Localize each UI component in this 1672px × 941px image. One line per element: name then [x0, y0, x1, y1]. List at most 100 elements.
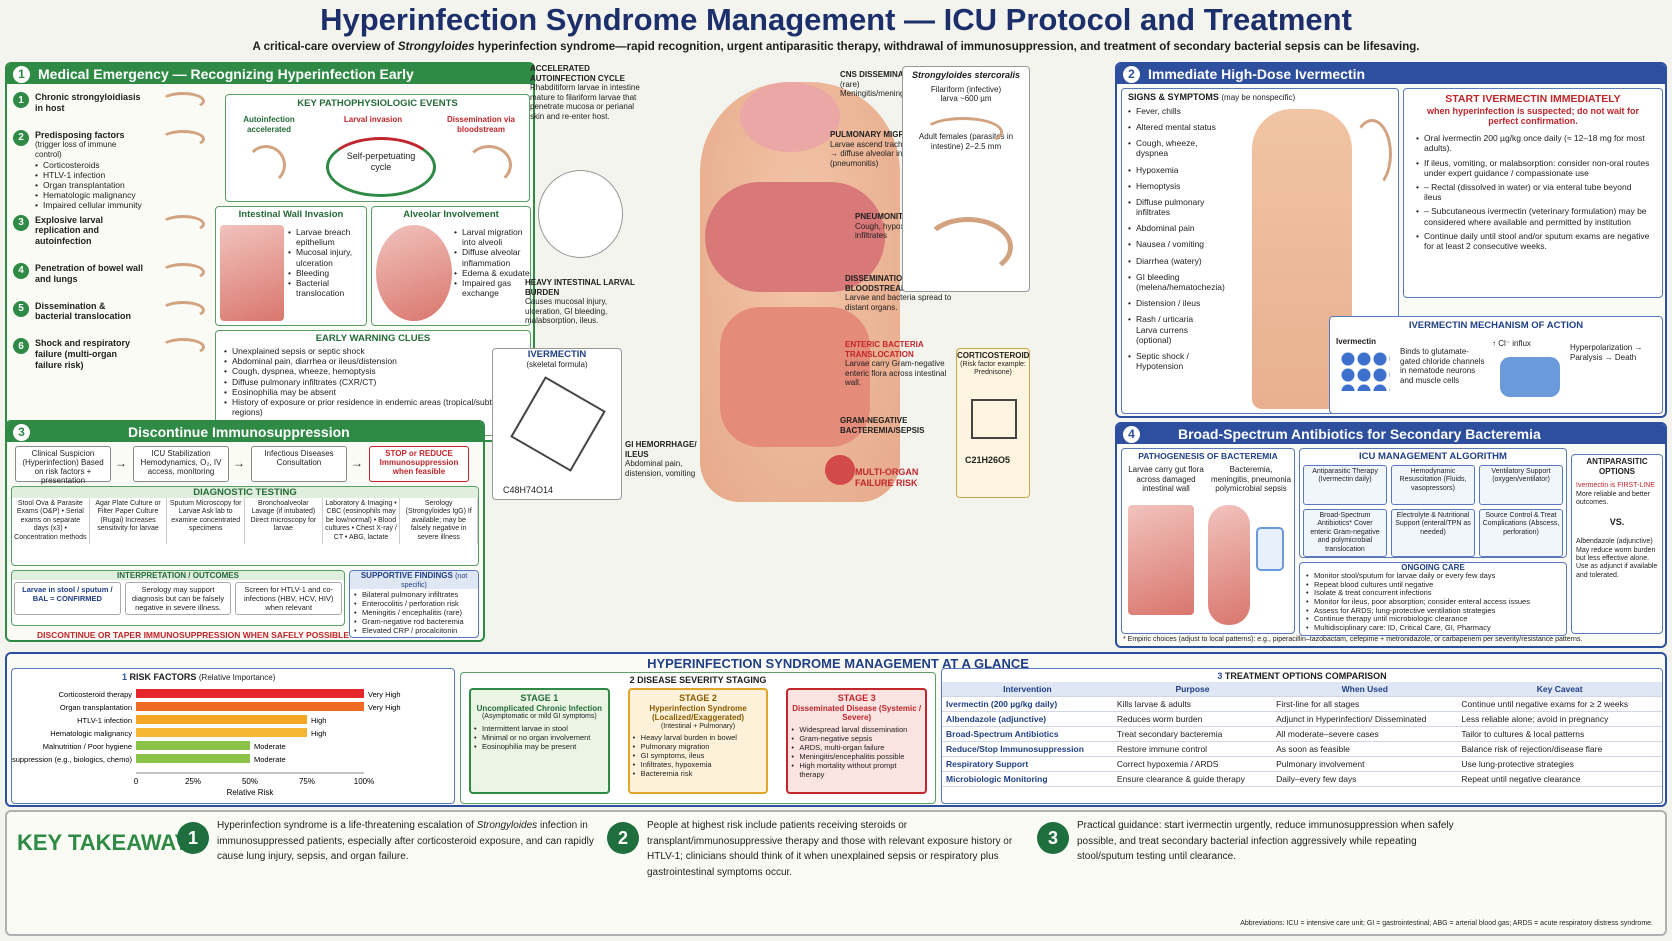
takeaway-post: infection in immunosuppressed patients, … — [217, 820, 594, 862]
pulmonary-migration-desc: Larvae ascend tracheobronchial tree → di… — [830, 139, 960, 168]
early-warning-item: Cough, dyspnea, wheeze, hemoptysis — [224, 366, 522, 376]
step-number: 4 — [13, 262, 29, 279]
treatment-cell: Reduces worm burden — [1112, 711, 1273, 727]
treatment-cell: Less reliable alone; avoid in pregnancy — [1457, 711, 1662, 727]
step-item-text: Organ transplantation — [35, 180, 145, 190]
bloodstream-title: DISSEMINATION VIA BLOODSTREAM — [845, 274, 924, 293]
pneumonitis-title: PNEUMONITIS — [855, 212, 911, 221]
stage-items: Intermittent larvae in stoolMinimal or n… — [474, 724, 605, 751]
alveolar-box: Alveolar Involvement Larval migration in… — [371, 206, 531, 326]
alveolar-title: Alveolar Involvement — [403, 209, 499, 220]
treatment-box: 3 TREATMENT OPTIONS COMPARISON Intervent… — [941, 668, 1663, 804]
treatment-cell: Daily–every few days — [1272, 771, 1458, 787]
takeaway-text: People at highest risk include patients … — [647, 818, 1027, 880]
mechanism-box: IVERMECTIN MECHANISM OF ACTION Ivermecti… — [1329, 316, 1663, 414]
corticosteroid-formula: C21H26O5 — [965, 455, 1011, 465]
corticosteroid-title: CORTICOSTEROID — [957, 351, 1030, 360]
sign-item: Fever, chills — [1128, 106, 1216, 116]
adult-worm-icon — [923, 217, 1013, 277]
step-item-text: Hematologic malignancy — [35, 190, 145, 200]
algorithm-step: Ventilatory Support (oxygen/ventilator) — [1479, 465, 1563, 505]
treatment-cell: Correct hypoxemia / ARDS — [1112, 756, 1273, 772]
key-event-b: Larval invasion — [343, 115, 403, 124]
start-item: – Subcutaneous ivermectin (veterinary fo… — [1416, 206, 1650, 226]
stage-item: Heavy larval burden in bowel — [633, 733, 764, 742]
start-item: If ileus, vomiting, or malabsorption: co… — [1416, 158, 1650, 178]
intestine-illustration — [220, 225, 284, 321]
step-item-text: Corticosteroids — [35, 160, 145, 170]
lungs-illustration — [705, 182, 885, 292]
interpretation-list: Larvae in stool / sputum / BAL = CONFIRM… — [12, 580, 344, 617]
subtitle-pre: A critical-care overview of — [252, 41, 398, 53]
channel-icon — [1500, 357, 1560, 397]
panel4-number: 4 — [1123, 425, 1140, 443]
gi-desc: Abdominal pain, distension, vomiting — [625, 459, 696, 478]
treatment-cell: Respiratory Support — [942, 756, 1113, 772]
step-title: Penetration of bowel wall and lungs — [35, 262, 144, 284]
start-list: Oral ivermectin 200 µg/kg once daily (≈ … — [1404, 127, 1662, 261]
stage-item: High mortality without prompt therapy — [791, 761, 922, 779]
mechanism-ivermectin: Ivermectin — [1336, 337, 1377, 346]
cycle-arrows-icon — [326, 137, 436, 197]
mechanism-result: Hyperpolarization → Paralysis → Death — [1570, 343, 1643, 362]
step-title: Chronic strongyloidiasis in host — [35, 92, 141, 113]
algorithm-step: Source Control & Treat Complications (Ab… — [1479, 509, 1563, 557]
chart-value-label: Very High — [368, 703, 401, 712]
step-number: 6 — [13, 338, 29, 355]
pathogenesis-title: PATHOGENESIS OF BACTEREMIA — [1138, 451, 1278, 461]
chart-category-label: Other immunosuppression (e.g., biologics… — [12, 755, 132, 764]
intestine-illustration — [1128, 505, 1194, 615]
chart-category-label: Malnutrition / Poor hygiene — [43, 742, 132, 751]
treatment-number: 3 — [1217, 671, 1223, 681]
takeaway-text: Practical guidance: start ivermectin urg… — [1077, 818, 1457, 865]
intestinal-wall-item: Bleeding — [288, 268, 366, 278]
treatment-header-cell: When Used — [1272, 681, 1458, 697]
ongoing-care-item: Continue therapy until microbiologic cle… — [1306, 614, 1560, 624]
stage-desc: (Asymptomatic or mild GI symptoms) — [481, 713, 597, 721]
staging-title: DISEASE SEVERITY STAGING — [637, 675, 767, 685]
sign-item: Diffuse pulmonary infiltrates — [1128, 197, 1216, 217]
sign-item: Hypoxemia — [1128, 165, 1216, 175]
stage-item: Bacteremia risk — [633, 769, 764, 778]
intestinal-wall-box: Intestinal Wall Invasion Larvae breach e… — [215, 206, 367, 326]
ongoing-care-list: Monitor stool/sputum for larvae daily or… — [1300, 571, 1566, 632]
step-item: 6 Shock and respiratory failure (multi-or… — [13, 338, 213, 370]
sign-item: Altered mental status — [1128, 122, 1216, 132]
takeaway-number: 3 — [1037, 822, 1069, 854]
page-title: Hyperinfection Syndrome Management — ICU… — [320, 2, 1352, 37]
supportive-sub: (not specific) — [401, 573, 468, 589]
treatment-cell: Microbiologic Monitoring — [942, 771, 1113, 787]
treatment-cell: Broad-Spectrum Antibiotics — [942, 726, 1113, 742]
corticosteroid-box: CORTICOSTEROID (Risk factor example: Pre… — [956, 348, 1030, 498]
treatment-cell: Tailor to cultures & local patterns — [1457, 726, 1662, 742]
step-title: Shock and respiratory failure (multi-org… — [35, 338, 131, 370]
stage-item: Minimal or no organ involvement — [474, 733, 605, 742]
worm-icon — [161, 214, 205, 233]
stage-item: Widespread larval dissemination — [791, 725, 922, 734]
treatment-cell: Albendazole (adjunctive) — [942, 711, 1113, 727]
early-warning-item: Eosinophilia may be absent — [224, 387, 522, 397]
strongyloides-title: Strongyloides stercoralis — [911, 70, 1021, 80]
risk-number: 1 — [122, 672, 128, 682]
takeaway-pre: Hyperinfection syndrome is a life-threat… — [217, 820, 477, 831]
stage-item: Pulmonary migration — [633, 742, 764, 751]
sign-item: Abdominal pain — [1128, 223, 1216, 233]
step-number: 3 — [13, 214, 29, 231]
supportive-box: SUPPORTIVE FINDINGS (not specific) Bilat… — [349, 570, 479, 638]
panel3-number: 3 — [13, 423, 30, 441]
antiparasitic-title: ANTIPARASITIC OPTIONS — [1586, 457, 1648, 476]
treatment-cell: As soon as feasible — [1272, 741, 1458, 757]
flow-step: Clinical Suspicion (Hyperinfection) Base… — [15, 446, 111, 485]
subtitle-em: Strongyloides — [397, 41, 475, 53]
